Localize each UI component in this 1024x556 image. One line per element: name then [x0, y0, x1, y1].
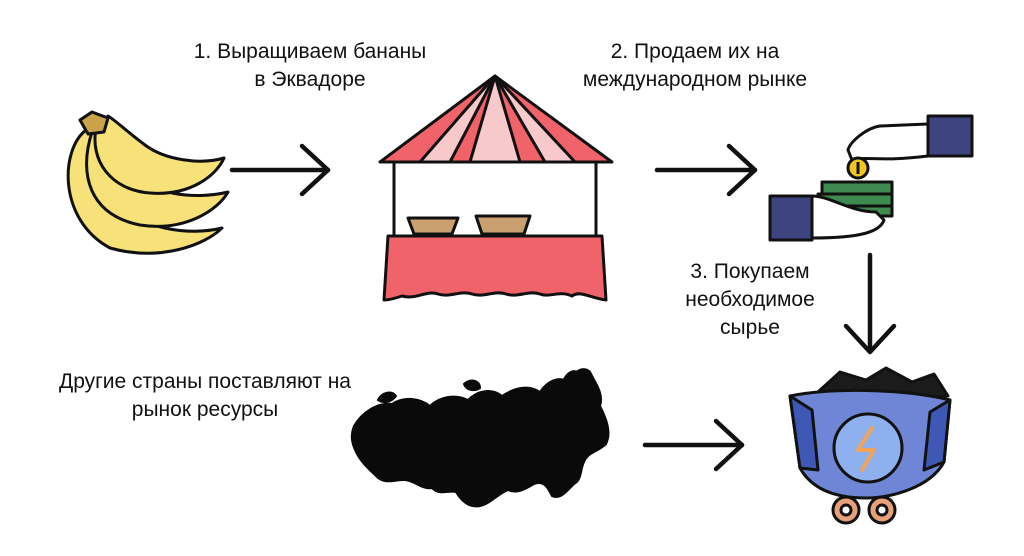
- step-2-line-1: 2. Продаем их на: [610, 40, 780, 63]
- step-1-label: 1. Выращиваем бананы в Эквадоре: [150, 38, 470, 94]
- banana-icon: [66, 110, 230, 255]
- mine-cart-icon: [788, 366, 952, 525]
- arrow-4: [642, 418, 745, 472]
- step-2-line-2: международном рынке: [582, 68, 808, 91]
- step-1-line-2: в Эквадоре: [254, 68, 366, 91]
- russia-map-icon: [350, 368, 610, 508]
- step-3-line-2: необходимое: [685, 288, 815, 311]
- market-stall-icon: [378, 74, 614, 302]
- money-exchange-icon: [768, 114, 974, 242]
- other-countries-line-1: Другие страны поставляют на: [58, 370, 351, 393]
- step-3-line-3: сырье: [720, 316, 780, 339]
- step-2-label: 2. Продаем их на международном рынке: [530, 38, 860, 94]
- arrow-1: [229, 143, 331, 197]
- arrow-2: [654, 143, 758, 197]
- step-3-label: 3. Покупаем необходимое сырье: [650, 258, 850, 342]
- other-countries-line-2: рынок ресурсы: [131, 398, 279, 421]
- arrow-3: [843, 252, 897, 355]
- step-3-line-1: 3. Покупаем: [690, 260, 810, 283]
- step-1-line-1: 1. Выращиваем бананы: [193, 40, 427, 63]
- other-countries-label: Другие страны поставляют на рынок ресурс…: [0, 368, 410, 424]
